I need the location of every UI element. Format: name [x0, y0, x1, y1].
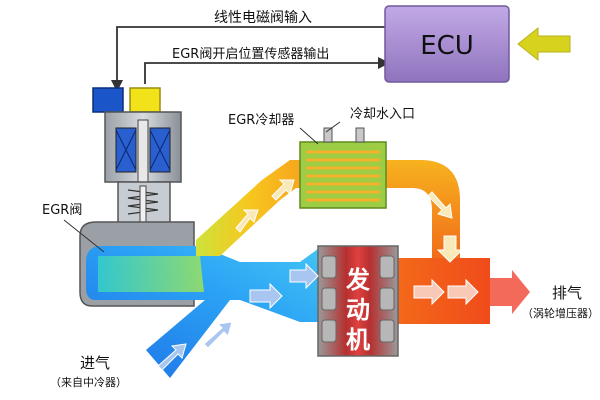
ecu-box: [384, 5, 510, 83]
wire-solenoid-input: [116, 26, 385, 86]
signal-input-label: 线性电磁阀输入: [214, 10, 312, 26]
valve-label: EGR阀: [42, 203, 82, 218]
egr-valve: [104, 111, 182, 267]
flow-arrow: [427, 191, 453, 219]
ecu-input-arrow: [517, 26, 571, 62]
flow-arrow: [271, 179, 295, 201]
coolant-inlet-label: 冷却水入口: [350, 107, 415, 122]
flow-arrow: [289, 262, 319, 290]
signal-output-label: EGR阀开启位置传感器输出: [172, 46, 329, 62]
exhaust-sub-label: （涡轮增压器）: [522, 306, 599, 320]
engine-label-char-1: 发: [345, 266, 370, 294]
coolant-leader: [325, 121, 341, 133]
cooler-leader: [299, 127, 319, 145]
flow-arrow: [203, 321, 233, 349]
connector-yellow: [129, 87, 161, 113]
connector-blue: [92, 87, 124, 113]
flow-arrow: [436, 235, 464, 263]
flow-arrow: [447, 278, 479, 306]
cooler-label: EGR冷却器: [228, 113, 294, 128]
wire-input-arrowhead: [111, 80, 123, 92]
wire-output-arrowhead: [378, 57, 390, 69]
exhaust-label: 排气: [552, 284, 582, 302]
engine-block: [317, 245, 399, 357]
exhaust-flow-arrows: [413, 278, 479, 306]
egr-flow-arrows: [235, 179, 464, 263]
wire-position-output: [144, 62, 385, 84]
engine-label-char-3: 机: [346, 326, 370, 354]
exhaust-loop-pipe: [380, 160, 460, 262]
engine-label-char-2: 动: [346, 296, 370, 324]
signal-wires: [116, 26, 385, 86]
exhaust-outlet-arrow: [490, 270, 530, 314]
valve-leader: [63, 219, 105, 253]
intake-pipe-inner: [98, 256, 204, 292]
flow-arrows: [157, 262, 319, 371]
intake-label: 进气: [80, 354, 110, 372]
ecu-label: ECU: [420, 31, 474, 61]
flow-arrow: [249, 282, 283, 310]
flow-arrow: [235, 209, 259, 233]
flow-arrow: [157, 343, 187, 371]
egr-cooler: [299, 127, 387, 209]
egr-return-pipe: [196, 160, 306, 256]
intake-sub-label: （来自中冷器）: [50, 376, 127, 389]
flow-arrow: [413, 278, 445, 306]
